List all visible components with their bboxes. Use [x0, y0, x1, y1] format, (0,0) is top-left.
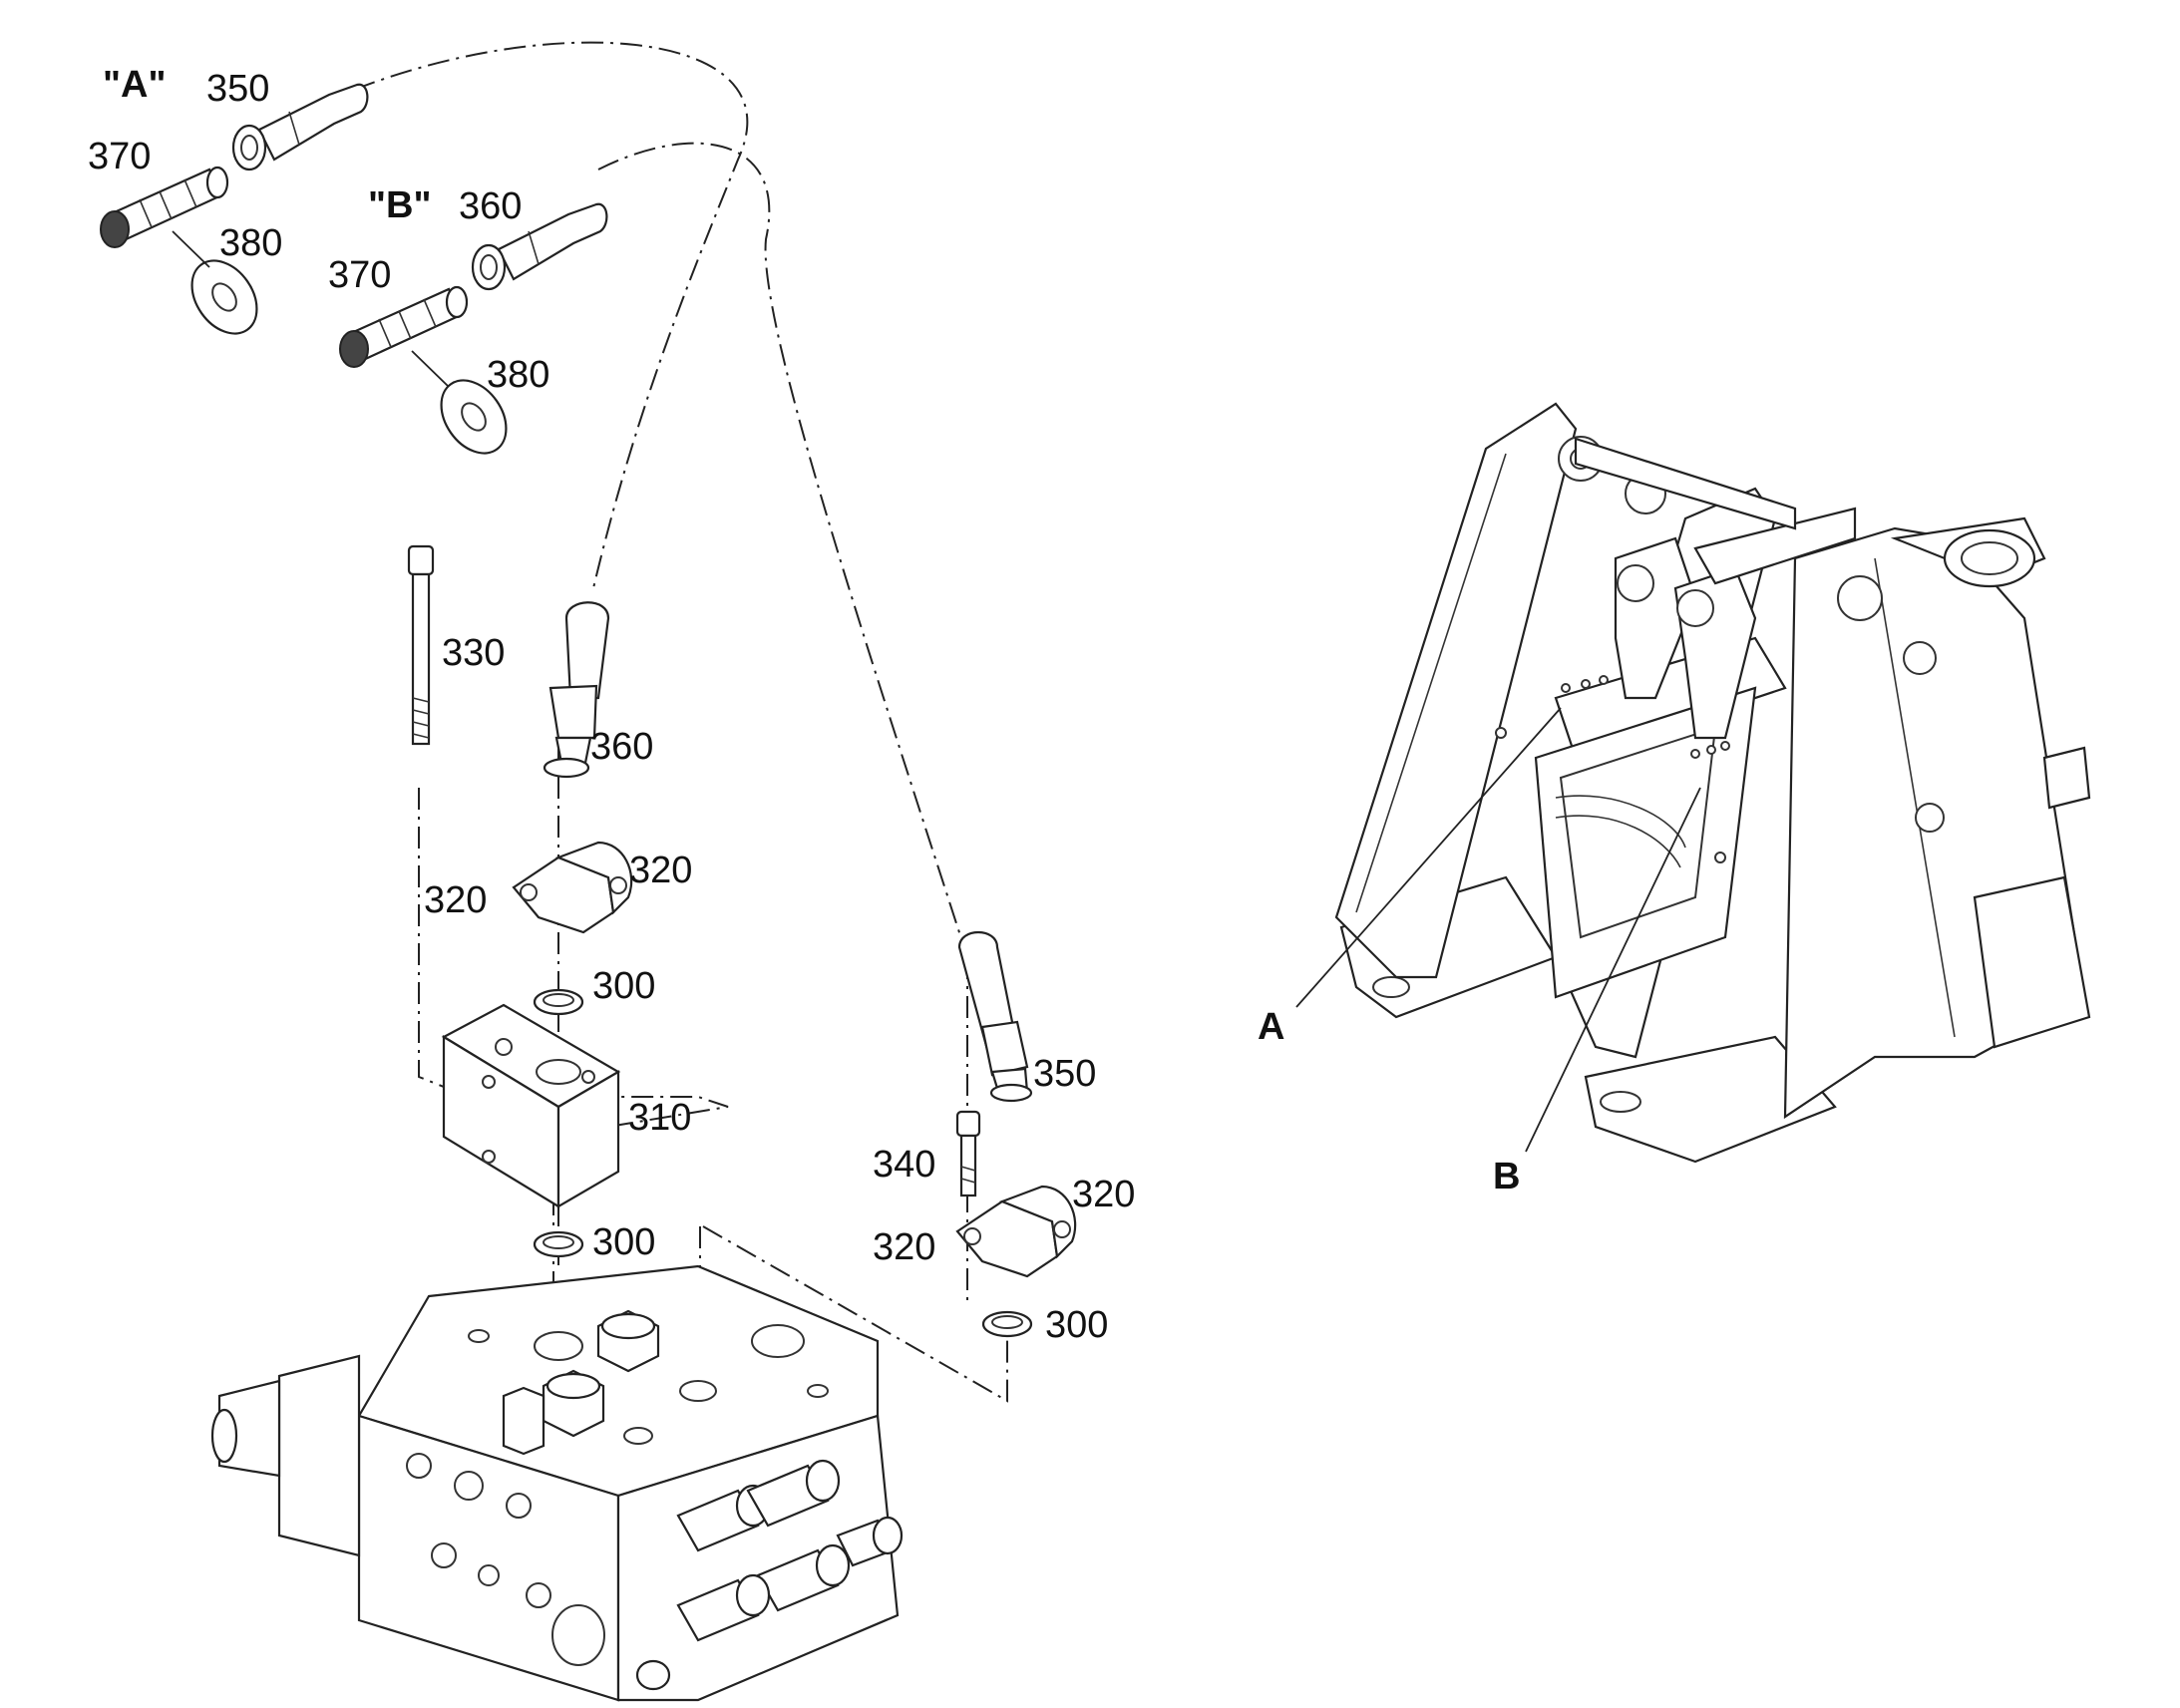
leader-line-a: [1295, 707, 1562, 1008]
label-360-b: 360: [459, 185, 522, 227]
hose-fitting-360-b: [471, 202, 608, 291]
side-fitting: [676, 1573, 771, 1642]
label-b-quote: "B": [368, 184, 431, 226]
label-380-a: 380: [219, 222, 282, 264]
flange-clamp-320-right: [955, 1185, 1077, 1278]
label-300-mid: 300: [592, 1221, 655, 1263]
bolt-340: [955, 1110, 981, 1197]
label-310: 310: [628, 1097, 691, 1139]
label-320-upper-left: 320: [424, 879, 487, 921]
label-350: 350: [1033, 1053, 1096, 1095]
label-380-b: 380: [487, 354, 549, 396]
side-fitting: [836, 1516, 904, 1567]
valve-block-310: [441, 1003, 621, 1208]
label-350-a: 350: [206, 68, 269, 110]
label-320-left: 320: [873, 1226, 935, 1268]
leader-line-b: [1525, 787, 1701, 1153]
control-valve-assembly: [210, 1264, 904, 1702]
label-320-upper-right: 320: [629, 850, 692, 891]
bolt-330: [407, 544, 435, 746]
label-320-right: 320: [1072, 1174, 1135, 1215]
o-ring-300-top: [533, 988, 584, 1016]
coupling-set-a: [100, 83, 369, 335]
side-fitting: [756, 1543, 851, 1612]
hose-350: [957, 931, 1033, 1103]
washer-380-b: [440, 379, 508, 455]
callout-labels: "A" 350 370 380 "B" 360 370 380 330 360 …: [88, 64, 1520, 1346]
label-a-quote: "A": [103, 64, 166, 106]
hex-plug: [542, 1369, 605, 1438]
quick-coupler-370-a: [100, 166, 229, 248]
loader-frame: [1334, 402, 2091, 1164]
hose-fitting-350-a: [231, 83, 369, 171]
label-370-a: 370: [88, 136, 151, 177]
hex-plug: [502, 1386, 545, 1456]
label-370-b: 370: [328, 254, 391, 296]
label-340: 340: [873, 1144, 935, 1186]
label-360: 360: [590, 726, 653, 768]
coupling-set-b: [339, 202, 608, 455]
hex-plug: [596, 1309, 660, 1373]
label-300-top: 300: [592, 965, 655, 1007]
label-330: 330: [442, 632, 505, 674]
hose-360: [543, 601, 610, 779]
label-300-right: 300: [1045, 1304, 1108, 1346]
washer-380-a: [190, 259, 258, 335]
flange-clamp-320-upper: [512, 841, 633, 934]
o-ring-300-mid: [533, 1230, 584, 1258]
label-frame-b: B: [1493, 1156, 1520, 1197]
label-frame-a: A: [1258, 1006, 1284, 1048]
side-fitting: [746, 1459, 841, 1528]
o-ring-300-right: [981, 1310, 1033, 1338]
assembly-dash-lines: [353, 41, 1008, 1403]
quick-coupler-370-b: [339, 285, 469, 368]
